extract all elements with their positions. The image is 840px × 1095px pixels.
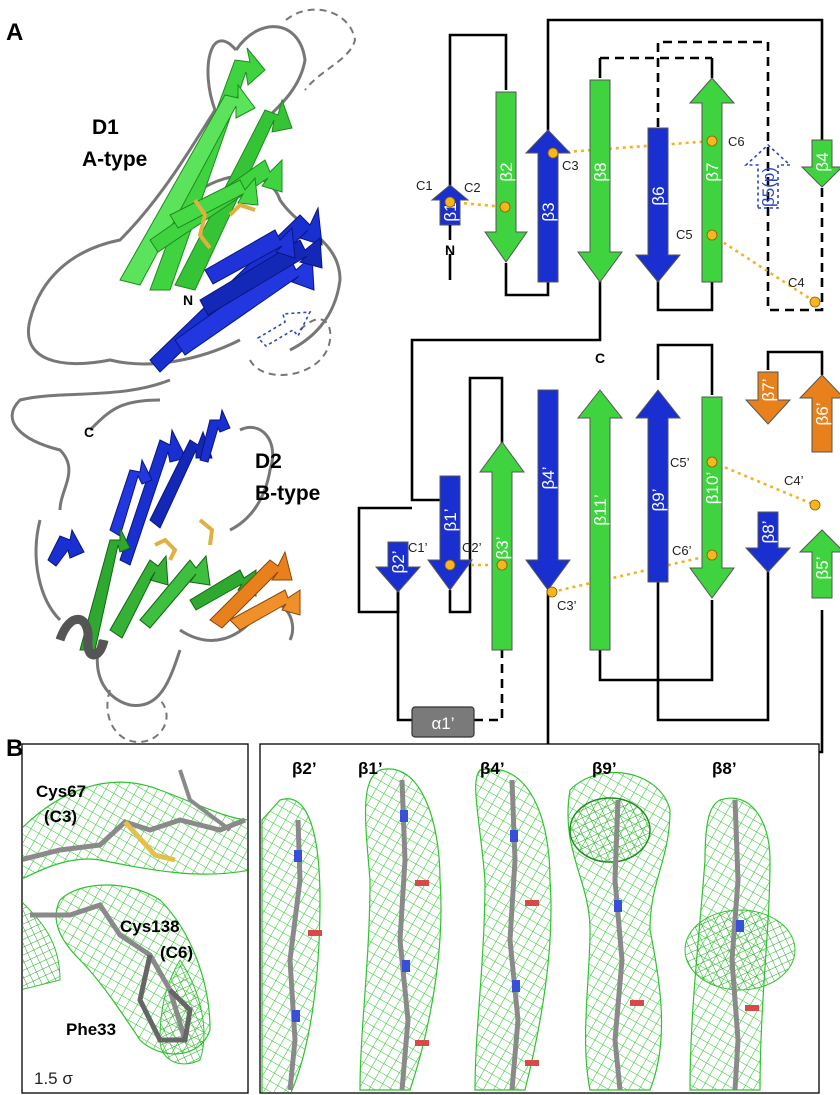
panel-b-label: B [6,735,23,762]
ribbon-n-terminus: N [183,292,193,308]
density-left-panel: Cys67 (C3) Cys138 (C6) Phe33 1.5 σ [21,743,249,1094]
strand-label-b3: β3 [539,202,558,221]
cys-label-c3: C3 [562,158,579,173]
cys-label-c4p: C4’ [784,473,804,488]
cys-marker-c4 [809,296,821,308]
strand-label-b5p: β5(p) [759,167,778,207]
strand-label-b1p: β1’ [441,508,460,531]
cys-marker-c5 [706,229,718,241]
cys-marker-c6 [706,135,718,147]
topology-diagram: α1’ β1 β2 β3 β8 β6 β7 β5(p) β4 β2’ β1’ β… [357,18,840,754]
d1-label: D1 [92,116,119,139]
cys-marker-c4p [809,499,821,511]
density-label-b2p: β2’ [292,759,317,778]
cys-label-c3p: C3’ [557,598,577,613]
label-c3: (C3) [44,807,77,826]
d2-type-label: B-type [255,482,320,505]
cys-label-c6p: C6’ [672,543,692,558]
strand-label-b3p: β3’ [493,536,512,559]
strand-label-b5p: β5’ [813,556,832,579]
strand-label-b9p: β9’ [649,488,668,511]
topology-n-terminus: N [445,242,455,258]
cys-marker-c2 [499,201,511,213]
ribbon-model: D1 A-type D2 B-type N C [10,8,357,743]
cys-label-c2p: C2’ [462,540,482,555]
strand-label-b4: β4 [813,152,832,171]
density-label-b8p: β8’ [712,759,737,778]
strand-label-b7: β7 [703,162,722,181]
density-label-b9p: β9’ [592,759,617,778]
cys-label-c1p: C1’ [408,540,428,555]
strand-label-b8: β8 [591,162,610,181]
panel-a-label: A [6,19,23,46]
helix-alpha1-prime [411,706,475,738]
cys-marker-c2p [496,559,508,571]
density-label-b1p: β1’ [358,759,383,778]
strand-label-b6: β6 [649,186,668,205]
cys-marker-c1 [444,196,456,208]
topology-c-terminus: C [595,350,605,366]
cys-marker-c3p [546,586,558,598]
strand-label-b2p: β2’ [389,550,408,573]
cys-marker-c1p [444,559,456,571]
label-c6: (C6) [160,943,193,962]
density-right-panel: β2’ β1’ β4’ β9’ β8’ [259,743,820,1094]
strand-label-b10p: β10’ [703,472,722,504]
d2-label: D2 [255,450,282,473]
label-cys67: Cys67 [36,782,86,801]
strand-label-b6p: β6’ [813,402,832,425]
sigma-label: 1.5 σ [34,1069,73,1088]
strand-label-b4p: β4’ [539,466,558,489]
strand-label-b11p: β11’ [591,494,610,525]
helix-label: α1’ [431,714,454,733]
cys-marker-c3 [547,147,559,159]
d1-type-label: A-type [82,148,147,171]
cys-label-c2: C2 [464,180,481,195]
strand-label-b7p: β7’ [759,378,778,401]
strand-label-b1: β1 [441,202,460,221]
strand-label-b8p: β8’ [759,520,778,543]
atom-highlights [292,810,759,1066]
cys-label-c4: C4 [788,275,805,290]
cys-label-c1: C1 [416,178,433,193]
label-cys138: Cys138 [120,917,180,936]
label-phe33: Phe33 [66,1020,116,1039]
cys-label-c5p: C5’ [670,455,690,470]
ribbon-c-terminus: C [84,424,94,440]
density-label-b4p: β4’ [480,759,505,778]
cys-label-c6: C6 [728,134,745,149]
strand-label-b2: β2 [497,162,516,181]
cys-label-c5: C5 [676,227,693,242]
cys-marker-c5p [706,456,718,468]
cys-marker-c6p [706,549,718,561]
